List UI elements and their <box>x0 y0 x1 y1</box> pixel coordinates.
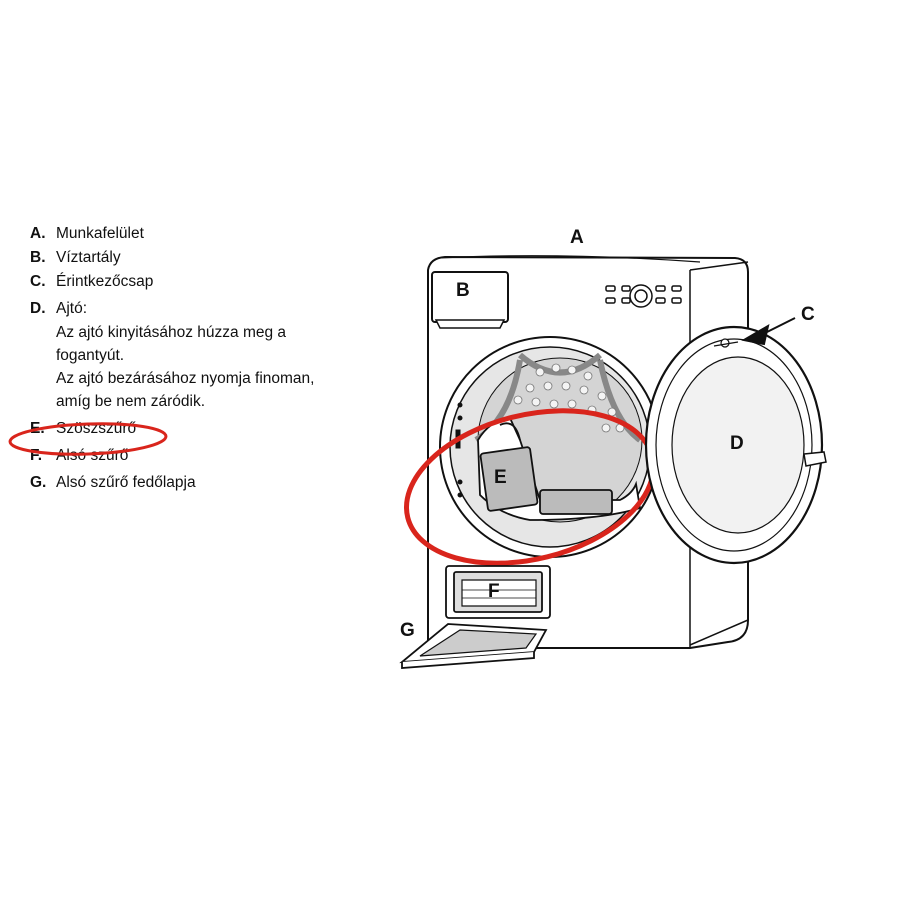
legend-item-d: D. Ajtó: <box>30 297 410 321</box>
legend-item-b: B. Víztartály <box>30 246 410 270</box>
bottom-filter-cover <box>399 623 548 669</box>
legend-label: Víztartály <box>56 249 121 266</box>
legend-key: A. <box>30 225 46 242</box>
water-tank <box>431 271 509 329</box>
legend-item-g: G. Alsó szűrő fedőlapja <box>30 471 410 495</box>
legend-label: Ajtó: <box>56 300 88 317</box>
legend-item-a: A. Munkafelület <box>30 222 410 246</box>
door-open-instruction: Az ajtó kinyitásához húzza meg a <box>56 324 287 341</box>
callout-lines <box>741 317 796 346</box>
legend-key: G. <box>30 474 47 491</box>
parts-legend: A. Munkafelület B. Víztartály C. Érintke… <box>30 222 410 495</box>
drum <box>439 336 661 558</box>
lint-filter <box>477 417 642 521</box>
bottom-filter <box>445 565 551 619</box>
legend-label: Érintkezőcsap <box>56 273 154 290</box>
legend-key: B. <box>30 249 46 266</box>
callout-c: C <box>801 304 815 325</box>
legend-item-c: C. Érintkezőcsap <box>30 270 410 294</box>
legend-label: Alsó szűrő fedőlapja <box>56 474 196 491</box>
legend-highlight-ring <box>8 422 168 456</box>
legend-key: D. <box>30 300 46 317</box>
callout-d: D <box>730 433 744 454</box>
control-panel <box>605 284 682 308</box>
callout-g: G <box>400 620 415 641</box>
callout-a: A <box>570 227 584 248</box>
door-close-instruction-cont: amíg be nem záródik. <box>56 393 206 410</box>
callout-e: E <box>494 467 507 488</box>
legend-label: Munkafelület <box>56 225 144 242</box>
legend-key: C. <box>30 273 46 290</box>
door-close-instruction: Az ajtó bezárásához nyomja finoman, <box>56 370 315 387</box>
door-open-instruction-cont: fogantyút. <box>56 347 125 364</box>
callout-f: F <box>488 581 500 602</box>
door <box>644 325 827 565</box>
callout-b: B <box>456 280 470 301</box>
